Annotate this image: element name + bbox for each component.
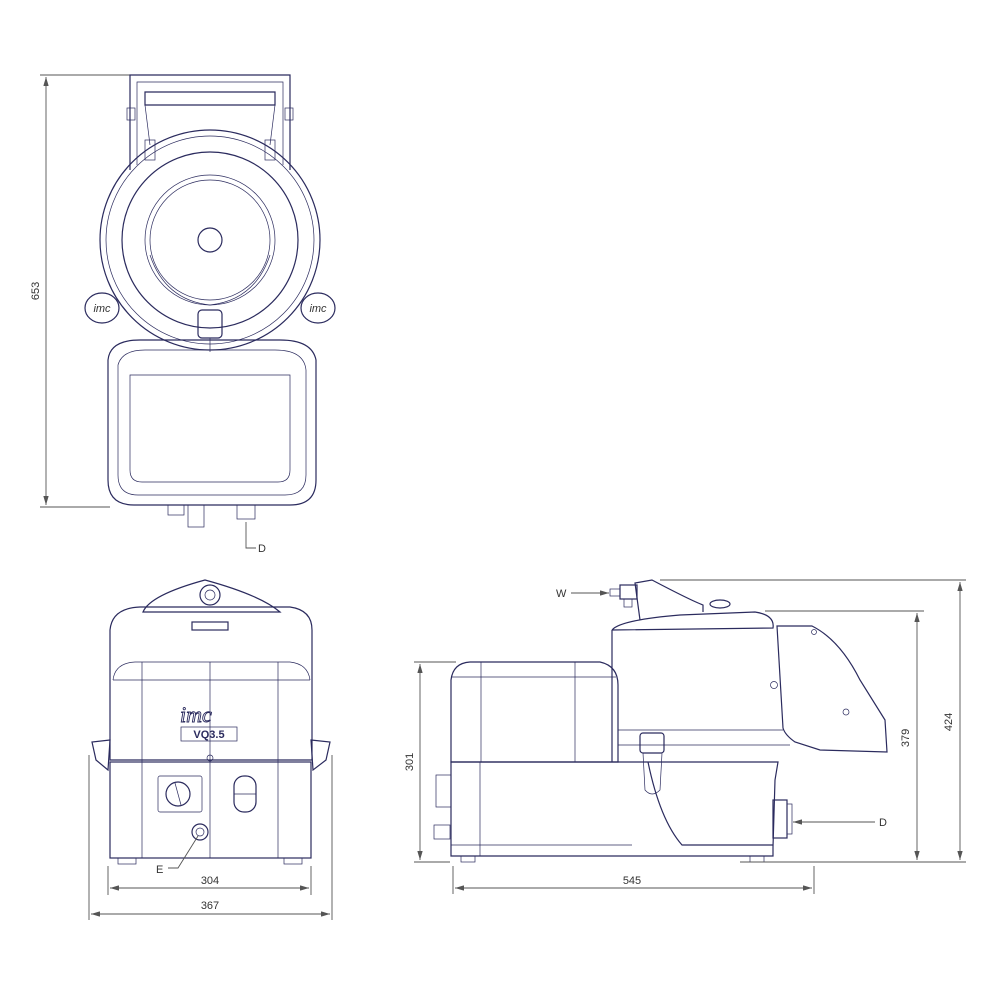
- lid-side: [611, 611, 774, 762]
- drain-pipe: [772, 799, 793, 839]
- bowl-top: [99, 129, 321, 352]
- top-view: 653 imc imc: [30, 74, 336, 555]
- dim-424-label: 424: [943, 713, 955, 731]
- side-view: W D 301 545 379 424: [404, 579, 966, 894]
- side-overall-height-dimension: 424: [660, 579, 966, 860]
- hopper-side: [634, 579, 704, 621]
- dim-304-label: 304: [201, 875, 219, 887]
- water-callout: W: [556, 588, 609, 600]
- dim-379-label: 379: [900, 729, 912, 747]
- electrical-socket-icon: [191, 823, 209, 841]
- front-overall-width-dimension: 367: [88, 755, 333, 920]
- imc-badge-left: imc: [84, 292, 120, 324]
- switch: [233, 775, 257, 813]
- callout-w: W: [556, 588, 567, 600]
- hopper-frame: [126, 74, 294, 170]
- dim-653-label: 653: [30, 282, 42, 300]
- callout-d-side: D: [879, 817, 887, 829]
- timer-knob-icon: [165, 781, 191, 807]
- drain-callout-side: D: [793, 817, 887, 829]
- svg-text:imc: imc: [309, 303, 327, 315]
- bottom-connectors: [167, 504, 256, 528]
- base-housing: [450, 761, 779, 857]
- electrical-callout: E: [156, 835, 199, 876]
- dim-367-label: 367: [201, 900, 219, 912]
- drain-callout-top: D: [245, 522, 266, 555]
- model-plate: [180, 726, 238, 742]
- upper-housing: [109, 606, 313, 761]
- timer-side: [639, 732, 665, 795]
- hub-icon: [197, 227, 223, 253]
- dim-301-label: 301: [404, 753, 416, 771]
- svg-text:imc: imc: [93, 303, 111, 315]
- lid-knob-side-icon: [709, 599, 731, 609]
- side-length-dimension: 545: [452, 866, 815, 894]
- top-height-dimension: 653: [30, 74, 130, 508]
- water-inlet-valve: [609, 584, 638, 608]
- side-lid-height-dimension: 379: [740, 610, 966, 863]
- lid-dome: [142, 579, 282, 613]
- side-body-height-dimension: 301: [404, 661, 456, 863]
- dim-545-label: 545: [623, 875, 641, 887]
- bowl-side: [647, 761, 773, 846]
- imc-badge-right: imc: [300, 292, 336, 324]
- model-label: VQ3.5: [193, 729, 224, 741]
- base-body-top: [107, 339, 317, 506]
- front-view: imc VQ3.5 E 304: [88, 579, 333, 920]
- front-chute: [776, 625, 888, 753]
- lower-housing: [109, 761, 312, 859]
- callout-d-top: D: [258, 543, 266, 555]
- timer-dial: [157, 775, 203, 813]
- callout-e: E: [156, 864, 163, 876]
- imc-logo: imc: [180, 702, 212, 727]
- motor-housing: [450, 661, 619, 763]
- lid-knob-icon: [199, 584, 221, 606]
- front-base-width-dimension: 304: [107, 866, 312, 895]
